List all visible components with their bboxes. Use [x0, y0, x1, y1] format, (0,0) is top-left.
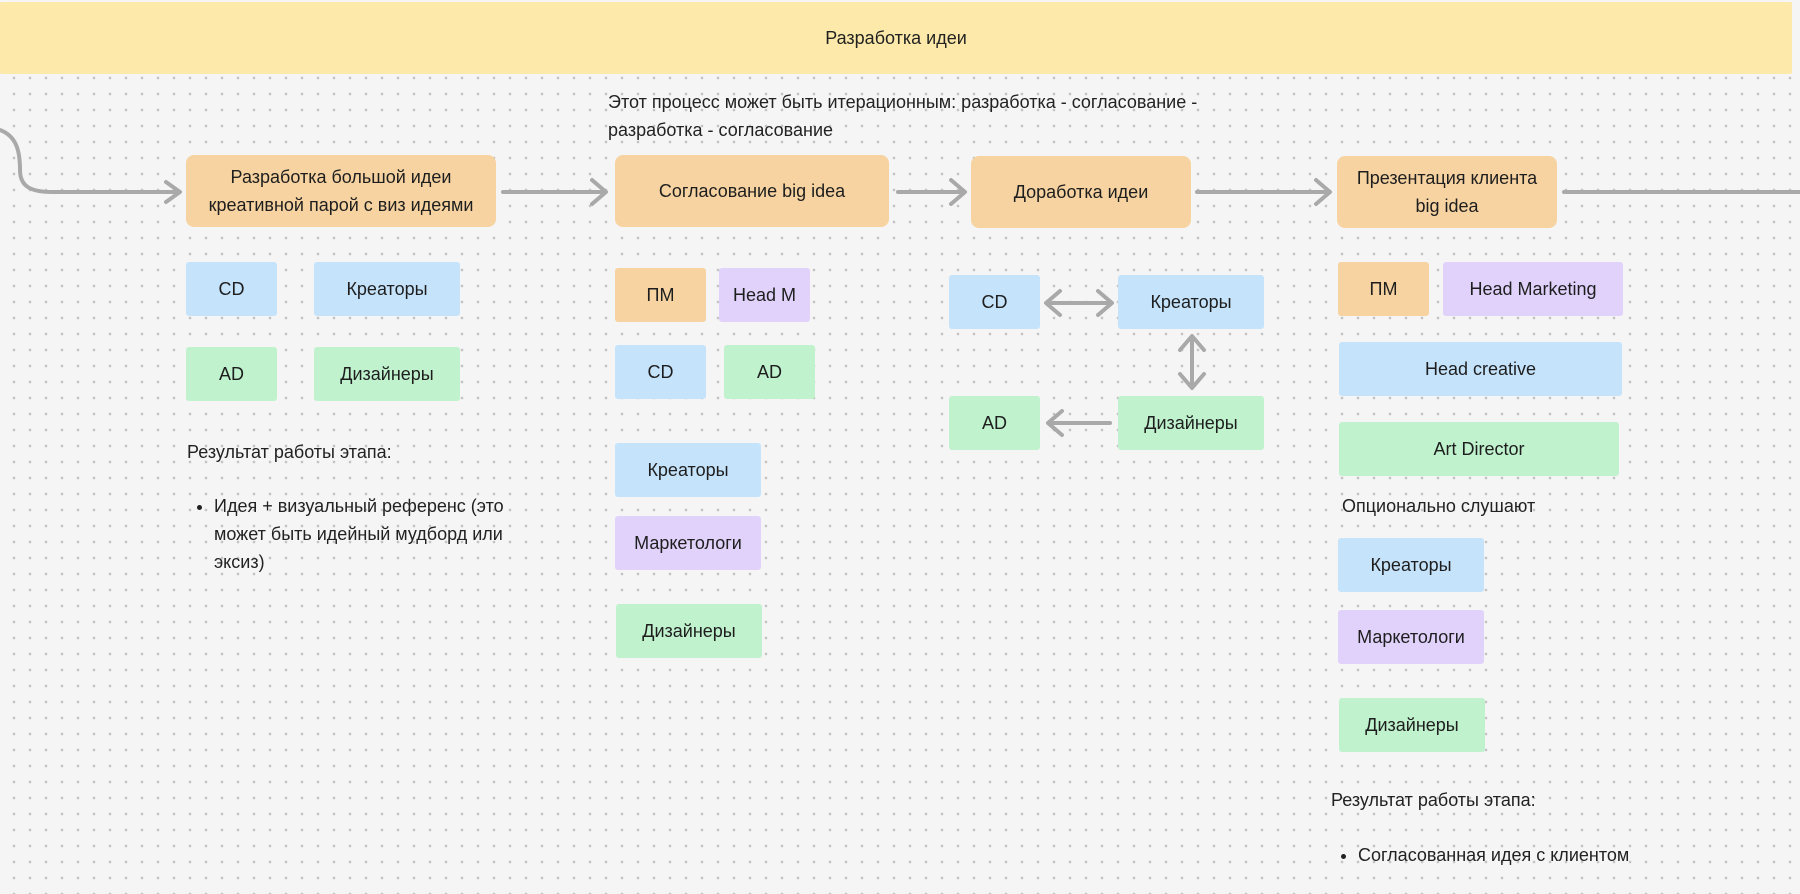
- optional-listeners-title: Опционально слушают: [1342, 496, 1536, 516]
- arrow-head: [164, 180, 182, 204]
- step-label: Согласование big idea: [658, 181, 846, 201]
- role-card-pm[interactable]: ПМ: [615, 268, 706, 322]
- role-card-head-m[interactable]: Head M: [719, 268, 810, 322]
- step-label: Доработка идеи: [1013, 182, 1149, 202]
- role-card-ad[interactable]: AD: [186, 347, 277, 401]
- arrow-head: [1044, 289, 1062, 317]
- list-item: Согласованная идея с клиентом: [1358, 841, 1738, 869]
- role-card-designers[interactable]: Дизайнеры: [1118, 396, 1264, 450]
- stage4-result-title: Результат работы этапа:: [1331, 790, 1536, 810]
- role-card-designers[interactable]: Дизайнеры: [1339, 698, 1485, 752]
- role-card-ad[interactable]: AD: [724, 345, 815, 399]
- step-client-presentation[interactable]: Презентация клиента big idea: [1337, 156, 1557, 228]
- role-card-creators[interactable]: Креаторы: [1338, 538, 1484, 592]
- incoming-flow-arrow: [0, 128, 180, 194]
- iteration-note: Этот процесс может быть итерационным: ра…: [608, 92, 1198, 140]
- arrow-head: [1046, 409, 1064, 437]
- role-card-creators[interactable]: Креаторы: [314, 262, 460, 316]
- role-card-cd[interactable]: CD: [949, 275, 1040, 329]
- step-idea-refinement[interactable]: Доработка идеи: [971, 156, 1191, 228]
- arrow-head: [590, 178, 608, 206]
- role-card-cd[interactable]: CD: [186, 262, 277, 316]
- role-card-cd[interactable]: CD: [615, 345, 706, 399]
- arrow-head: [1314, 178, 1332, 206]
- arrow-head: [1178, 334, 1206, 352]
- stage4-result-list: Согласованная идея с клиентом: [1331, 841, 1738, 869]
- role-card-creators[interactable]: Креаторы: [615, 443, 761, 497]
- stage1-result-title: Результат работы этапа:: [187, 442, 392, 462]
- step-label: Разработка большой идеи креативной парой…: [208, 167, 474, 215]
- step-idea-development[interactable]: Разработка большой идеи креативной парой…: [186, 155, 496, 227]
- role-card-head-marketing[interactable]: Head Marketing: [1443, 262, 1623, 316]
- stage1-result-list: Идея + визуальный референс (это может бы…: [187, 492, 514, 576]
- section-title: Разработка идеи: [825, 27, 967, 48]
- role-card-designers[interactable]: Дизайнеры: [616, 604, 762, 658]
- role-card-marketers[interactable]: Маркетологи: [615, 516, 761, 570]
- step-big-idea-approval[interactable]: Согласование big idea: [615, 155, 889, 227]
- role-card-designers[interactable]: Дизайнеры: [314, 347, 460, 401]
- arrow-head: [1178, 372, 1206, 390]
- role-card-marketers[interactable]: Маркетологи: [1338, 610, 1484, 664]
- role-card-head-creative[interactable]: Head creative: [1339, 342, 1622, 396]
- role-card-art-director[interactable]: Art Director: [1339, 422, 1619, 476]
- section-header: Разработка идеи: [0, 2, 1792, 74]
- arrow-head: [949, 178, 967, 206]
- arrow-head: [1096, 289, 1114, 317]
- role-card-pm[interactable]: ПМ: [1338, 262, 1429, 316]
- list-item: Идея + визуальный референс (это может бы…: [214, 492, 514, 576]
- step-label: Презентация клиента big idea: [1356, 168, 1538, 216]
- role-card-ad[interactable]: AD: [949, 396, 1040, 450]
- role-card-creators[interactable]: Креаторы: [1118, 275, 1264, 329]
